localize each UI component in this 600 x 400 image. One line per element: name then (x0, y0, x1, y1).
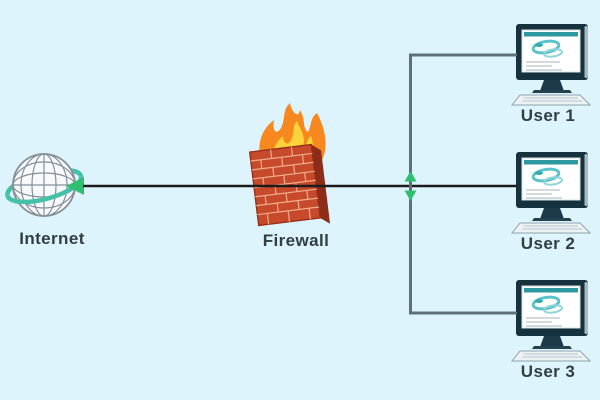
user-1-label: User 1 (520, 106, 576, 125)
user-3-node: User 3 (500, 280, 596, 382)
desktop-computer-icon (510, 24, 592, 106)
internet-label: Internet (19, 229, 85, 248)
user-2-node: User 2 (500, 152, 596, 254)
keyboard (510, 222, 592, 234)
globe-wireframe (12, 153, 76, 217)
brick-wall (248, 143, 331, 227)
keyboard (510, 350, 592, 362)
monitor-stand (540, 336, 564, 347)
user-2-label: User 2 (520, 234, 576, 253)
user-3-label: User 3 (520, 362, 576, 381)
monitor-stand (540, 208, 564, 219)
junction-marker-icon (404, 171, 417, 201)
monitor-screen (521, 29, 581, 73)
firewall-label: Firewall (262, 231, 330, 250)
monitor-stand (540, 80, 564, 91)
user-1-node: User 1 (500, 24, 596, 126)
desktop-computer-icon (510, 280, 592, 362)
keyboard (510, 94, 592, 106)
desktop-computer-icon (510, 152, 592, 234)
brick-wall-flame-icon (248, 103, 331, 227)
orbit-arrowhead (66, 177, 84, 195)
globe-orbit-icon (5, 153, 84, 217)
